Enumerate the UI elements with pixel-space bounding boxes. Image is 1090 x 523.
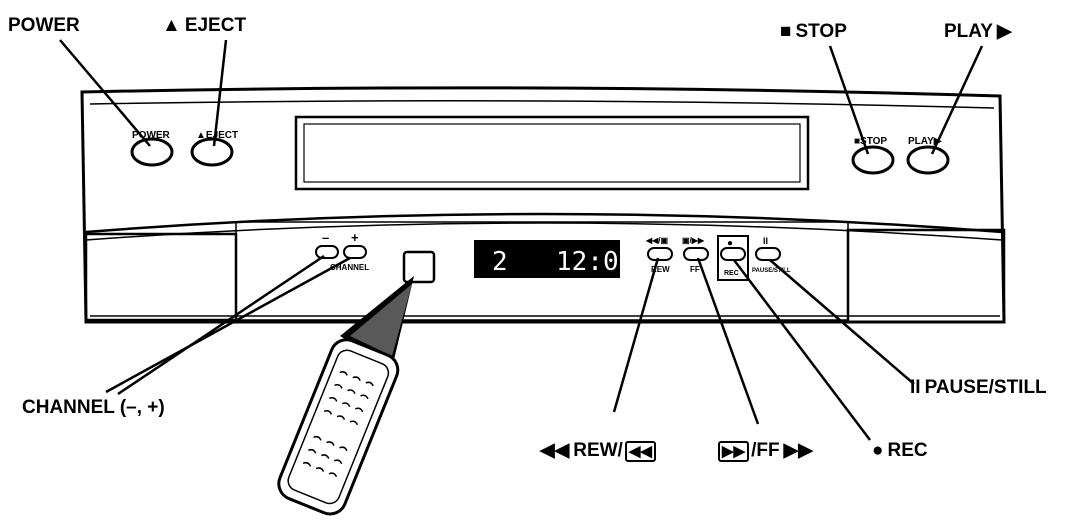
panel-label-ch-plus: + xyxy=(351,230,359,245)
ff-boxed-icon: ▶▶ xyxy=(718,441,750,462)
eject-icon: ▲ xyxy=(162,15,181,36)
rew-boxed-icon: ◀◀ xyxy=(624,441,656,462)
panel-label-rec: REC xyxy=(724,270,739,277)
rew-callout: ◀◀REW/◀◀ xyxy=(536,441,658,462)
channel-minus-button[interactable] xyxy=(315,245,339,259)
play-button[interactable] xyxy=(906,145,950,175)
rec-button-frame xyxy=(717,235,749,281)
panel-label-eject: ▲EJECT xyxy=(196,130,238,141)
rew-icon: ◀◀ xyxy=(540,440,570,461)
ff-icon: ▶▶ xyxy=(783,440,813,461)
rec-button[interactable] xyxy=(720,247,746,261)
power-callout-label: POWER xyxy=(8,15,80,36)
channel-callout-label: CHANNEL (–, +) xyxy=(22,397,165,418)
rec-callout: ●REC xyxy=(868,441,928,460)
panel-label-channel: CHANNEL xyxy=(330,263,369,272)
panel-label-ff: FF xyxy=(690,265,700,274)
ff-callout: ▶▶/FF▶▶ xyxy=(716,441,817,462)
channel-plus-button[interactable] xyxy=(343,245,367,259)
remote-sensor xyxy=(402,250,436,284)
play-callout: PLAY▶ xyxy=(944,22,1016,41)
clock-display xyxy=(474,240,620,278)
stop-callout: ■STOP xyxy=(776,22,847,41)
play-callout-label: PLAY xyxy=(944,21,993,42)
stop-icon: ■ xyxy=(780,21,792,42)
ff-button[interactable] xyxy=(683,247,709,261)
eject-button[interactable] xyxy=(190,137,234,167)
stop-callout-label: STOP xyxy=(795,21,847,42)
panel-label-rec-top: ● xyxy=(727,238,733,249)
eject-callout: ▲EJECT xyxy=(158,16,246,35)
pause-still-button[interactable] xyxy=(755,247,781,261)
stop-button[interactable] xyxy=(851,145,895,175)
power-callout: POWER xyxy=(8,16,80,35)
play-icon: ▶ xyxy=(996,21,1012,42)
rec-callout-label: REC xyxy=(887,440,928,461)
power-button[interactable] xyxy=(130,137,174,167)
panel-label-pause: PAUSE/STILL xyxy=(752,268,791,274)
panel-label-rew: REW xyxy=(651,265,670,274)
vcr-body xyxy=(80,86,1006,324)
panel-label-ch-minus: – xyxy=(322,230,329,245)
pause-callout-label: PAUSE/STILL xyxy=(924,377,1047,398)
panel-label-pause-top: II xyxy=(763,236,768,246)
panel-label-power: POWER xyxy=(132,130,171,141)
rew-button[interactable] xyxy=(647,247,673,261)
remote-control-icon xyxy=(277,338,400,516)
panel-label-play: PLAY▶ xyxy=(908,136,943,147)
channel-callout: CHANNEL (–, +) xyxy=(22,398,165,417)
leader-lines xyxy=(59,39,984,441)
eject-callout-label: EJECT xyxy=(184,15,247,36)
display-channel: 2 xyxy=(492,247,508,277)
rew-callout-label: REW/ xyxy=(573,440,623,461)
pause-icon: II xyxy=(910,377,921,398)
ff-callout-label: /FF xyxy=(751,440,780,461)
panel-label-rew-top: ◀◀/▣ xyxy=(645,236,668,245)
panel-label-stop: ■STOP xyxy=(854,136,887,147)
display-time: 12:00 xyxy=(556,247,634,277)
panel-label-ff-top: ▣/▶▶ xyxy=(682,236,705,245)
rec-icon: ● xyxy=(872,440,884,461)
